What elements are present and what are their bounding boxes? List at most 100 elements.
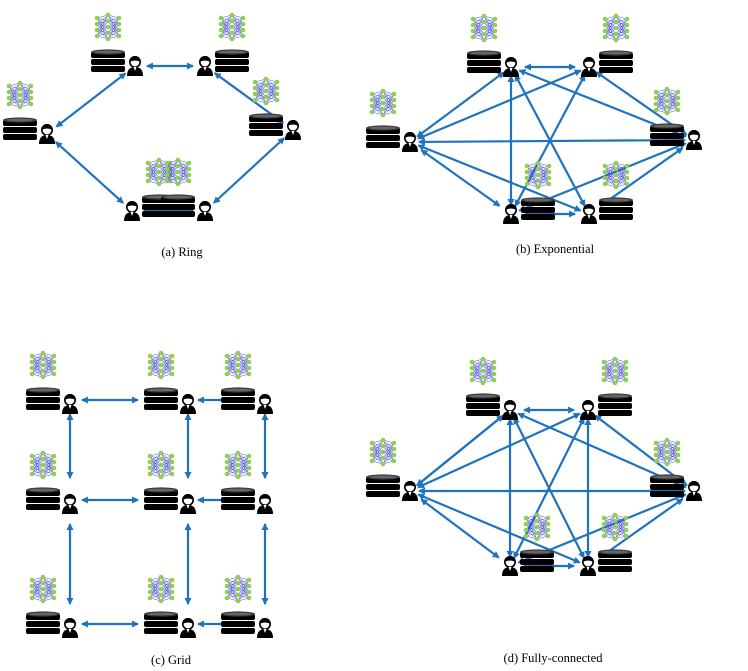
grid-client-tl [26, 350, 78, 414]
double-arrow-icon [420, 498, 500, 559]
neural-network-icon [653, 86, 681, 116]
exp-client-right [650, 86, 702, 150]
user-icon [127, 55, 143, 76]
exp-client-left [366, 88, 418, 152]
database-icon [91, 49, 125, 72]
user-icon [285, 120, 301, 140]
database-icon [26, 387, 60, 410]
double-arrow-icon [417, 493, 581, 564]
user-icon [503, 56, 519, 77]
caption-ring: (a) Ring [161, 245, 203, 259]
neural-network-icon [29, 450, 57, 480]
fc-client-top-right [580, 356, 632, 420]
double-arrow-icon [417, 136, 687, 146]
database-icon [599, 50, 633, 73]
neural-network-icon [94, 12, 122, 42]
fc-client-bottom-right [580, 512, 632, 576]
ring-client-bottom-right [161, 157, 213, 221]
user-icon [580, 555, 596, 576]
neural-network-icon [29, 350, 57, 380]
neural-network-icon [218, 12, 246, 42]
edges-layer [55, 62, 688, 628]
database-icon [598, 393, 632, 416]
user-icon [686, 480, 702, 501]
database-icon [26, 611, 60, 634]
user-icon [402, 132, 418, 152]
database-icon [3, 117, 37, 140]
user-icon [62, 393, 78, 414]
double-arrow-icon [55, 141, 124, 204]
neural-network-icon [224, 350, 252, 380]
user-icon [686, 130, 702, 150]
ring-client-left [3, 80, 55, 144]
user-icon [257, 617, 273, 638]
user-icon [180, 393, 196, 414]
database-icon [599, 197, 633, 220]
database-icon [521, 197, 555, 220]
exp-client-bottom-left [503, 160, 555, 224]
grid-client-ml [26, 450, 78, 514]
grid-client-bc [144, 574, 196, 638]
exp-client-bottom-right [581, 160, 633, 224]
fc-client-left [366, 437, 418, 501]
user-icon [62, 493, 78, 514]
neural-network-icon [469, 356, 497, 386]
neural-network-icon [601, 356, 629, 386]
user-icon [39, 124, 55, 144]
user-icon [581, 204, 597, 224]
neural-network-icon [224, 574, 252, 604]
database-icon [161, 194, 195, 217]
user-icon [502, 399, 518, 420]
user-icon [124, 201, 140, 221]
exp-client-top-right [581, 13, 633, 77]
nodes-layer [3, 12, 702, 638]
ring-client-right [249, 76, 301, 140]
neural-network-icon [147, 350, 175, 380]
neural-network-icon [369, 88, 397, 118]
ring-client-top-left [91, 12, 143, 76]
database-icon [520, 549, 554, 572]
grid-client-mc [144, 450, 196, 514]
user-icon [402, 480, 418, 501]
grid-client-mr [221, 450, 273, 514]
neural-network-icon [602, 13, 630, 43]
database-icon [366, 125, 400, 148]
double-arrow-icon [213, 137, 285, 204]
user-icon [503, 204, 519, 224]
database-icon [144, 487, 178, 510]
user-icon [580, 399, 596, 420]
user-icon [257, 393, 273, 414]
double-arrow-icon [513, 417, 585, 559]
user-icon [62, 617, 78, 638]
neural-network-icon [369, 437, 397, 467]
database-icon [466, 393, 500, 416]
database-icon [221, 611, 255, 634]
fc-client-right [650, 437, 702, 501]
user-icon [197, 55, 213, 76]
grid-client-tc [144, 350, 196, 414]
user-icon [581, 56, 597, 77]
grid-client-bl [26, 574, 78, 638]
double-arrow-icon [420, 149, 501, 207]
database-icon [221, 387, 255, 410]
neural-network-icon [602, 160, 630, 190]
neural-network-icon [252, 76, 280, 106]
database-icon [26, 487, 60, 510]
user-icon [180, 493, 196, 514]
exp-client-top-left [467, 13, 519, 77]
neural-network-icon [601, 512, 629, 542]
neural-network-icon [6, 80, 34, 110]
user-icon [197, 201, 213, 221]
database-icon [598, 549, 632, 572]
database-icon [650, 474, 684, 497]
neural-network-icon [164, 157, 192, 187]
ring-client-top-right [197, 12, 249, 76]
neural-network-icon [147, 574, 175, 604]
neural-network-icon [470, 13, 498, 43]
double-arrow-icon [417, 144, 582, 212]
user-icon [257, 493, 273, 514]
neural-network-icon [524, 160, 552, 190]
double-arrow-icon [55, 72, 127, 128]
database-icon [249, 113, 283, 136]
double-arrow-icon [594, 414, 688, 487]
